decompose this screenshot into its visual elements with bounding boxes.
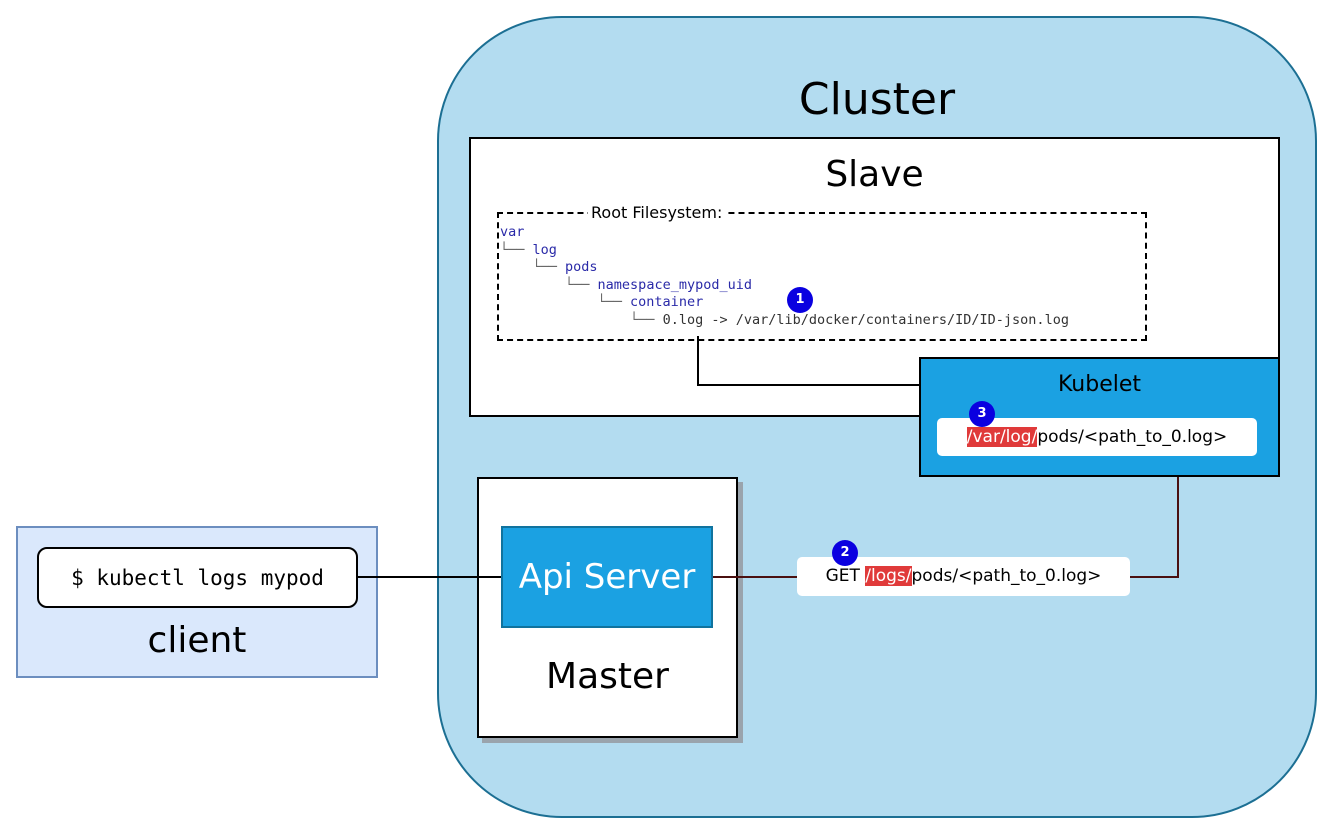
tree-row-prefix: └── [500, 294, 631, 310]
tree-row-name: var [500, 224, 525, 240]
request-to-kubelet-line [1130, 477, 1179, 578]
request-path-rest: pods/<path_to_0.log> [911, 566, 1102, 586]
tree-row-name: pods [565, 259, 598, 275]
log-to-kubelet-line [697, 336, 919, 386]
get-request-path: GET /logs/pods/<path_to_0.log> [797, 557, 1130, 596]
step-badge-1: 1 [787, 287, 813, 313]
tree-row-prefix: └── [500, 276, 598, 293]
tree-row-name: namespace_mypod_uid [597, 276, 752, 293]
kubectl-command: $ kubectl logs mypod [37, 547, 358, 608]
tree-row-name: 0.log -> /var/lib/docker/containers/ID/I… [662, 311, 1069, 328]
kubelet-path-highlight: /var/log/ [966, 427, 1038, 447]
kubelet-path-rest: pods/<path_to_0.log> [1037, 427, 1228, 447]
master-title: Master [546, 656, 669, 697]
client-title: client [147, 620, 247, 661]
tree-row: └── container [500, 294, 704, 311]
root-filesystem-box [497, 212, 1147, 341]
kubelet-title: Kubelet [1057, 372, 1142, 397]
tree-row-prefix: └── [500, 311, 663, 328]
tree-row: └── pods [500, 259, 598, 276]
request-method: GET [825, 566, 866, 586]
tree-row-prefix: └── [500, 259, 566, 275]
step-badge-3: 3 [969, 401, 995, 427]
tree-row: └── namespace_mypod_uid [500, 277, 752, 294]
api-server-label: Api Server [518, 557, 696, 597]
slave-title: Slave [825, 154, 924, 195]
request-path-highlight: /logs/ [865, 566, 912, 586]
tree-row: └── log [500, 242, 557, 259]
tree-row: └── 0.log -> /var/lib/docker/containers/… [500, 312, 1069, 329]
tree-row: var [500, 224, 524, 241]
kubelet-log-path: /var/log/pods/<path_to_0.log> [937, 418, 1257, 456]
root-filesystem-label: Root Filesystem: [588, 203, 726, 223]
step-badge-2: 2 [832, 540, 858, 566]
tree-row-name: container [630, 294, 704, 310]
api-server-box: Api Server [501, 526, 713, 628]
tree-row-prefix: └── [500, 241, 533, 258]
cluster-title: Cluster [798, 74, 956, 125]
tree-row-name: log [532, 241, 557, 258]
